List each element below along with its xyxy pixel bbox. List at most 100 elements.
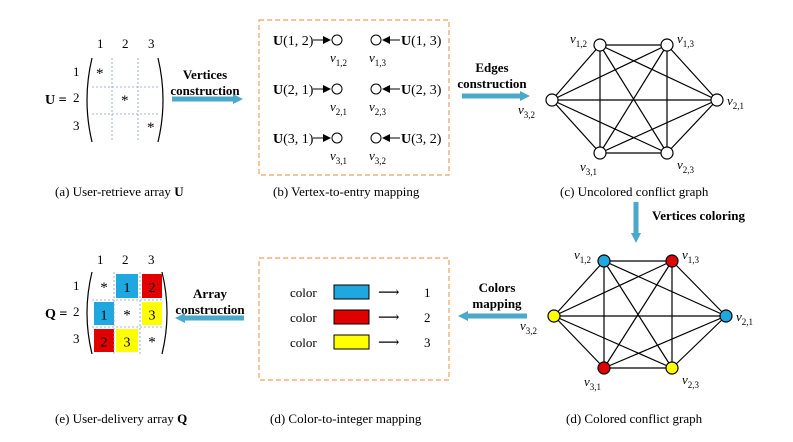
entry-label: U(3, 2) [401, 132, 442, 147]
matrix-label-q: Q = [45, 307, 67, 322]
matrix-cell-fill [116, 274, 138, 298]
caption-c: (c) Uncolored conflict graph [560, 184, 709, 199]
col-header: 3 [148, 36, 155, 51]
vertex-label: v2,3 [682, 372, 700, 390]
graph-edge [666, 99, 718, 154]
matrix-cell: 2 [149, 281, 156, 296]
graph-vertex [597, 254, 611, 268]
vertex-label: v1,2 [570, 31, 587, 49]
matrix-cell-fill [142, 302, 162, 325]
matrix-cell: * [100, 280, 108, 296]
vertex-node [331, 132, 343, 144]
vertex-label: v1,3 [682, 247, 700, 265]
matrix-cell: 3 [149, 309, 156, 324]
matrix-cell: * [121, 93, 129, 109]
arrow-vertices-construction: Vertices construction [170, 67, 243, 104]
color-swatch [333, 334, 370, 350]
vertex-label: v3,1 [580, 159, 597, 177]
vertex-label: v2,1 [736, 309, 753, 327]
col-header: 3 [148, 252, 155, 267]
vertex-node [370, 132, 382, 144]
row-header: 1 [73, 278, 80, 293]
mapped-integer: 3 [424, 335, 431, 350]
caption-d-map: (d) Color-to-integer mapping [270, 411, 422, 426]
graph-vertex [545, 93, 559, 107]
graph-edge [553, 315, 673, 369]
col-header: 1 [97, 252, 104, 267]
panel-b-vertex-to-entry-mapping: U(1, 2)v1,2U(2, 1)v2,1U(3, 1)v3,1U(1, 3)… [258, 19, 450, 199]
graph-edge [671, 315, 727, 369]
arrow-vertices-coloring: Vertices coloring [631, 202, 746, 243]
graph-vertex [660, 38, 674, 52]
arrow-array-construction: Array construction [175, 286, 245, 323]
caption-a: (a) User-retrieve array U [55, 184, 184, 199]
graph-edge [666, 44, 718, 101]
caption-e: (e) User-delivery array Q [55, 411, 187, 426]
graph-edge [551, 99, 601, 154]
vertex-node [331, 83, 343, 95]
svg-text:construction: construction [170, 83, 240, 98]
vertex-label: v1,3 [369, 50, 387, 68]
matrix-cell-fill [94, 329, 114, 352]
graph-edge [603, 315, 727, 369]
graph-vertex [660, 146, 674, 160]
graph-edge [553, 315, 605, 369]
row-header: 2 [73, 304, 80, 319]
graph-vertex [710, 93, 724, 107]
vertex-label: v1,2 [330, 50, 347, 68]
color-label: color [290, 285, 317, 300]
mapping-entries: U(1, 2)v1,2U(2, 1)v2,1U(3, 1)v3,1U(1, 3)… [273, 34, 442, 166]
vertex-label: v2,1 [727, 93, 744, 111]
color-label: color [290, 310, 317, 325]
graph-edge [551, 99, 668, 154]
graph-edge [551, 44, 668, 101]
vertex-node [331, 34, 343, 46]
graph-vertex [593, 146, 607, 160]
svg-text:Colors: Colors [479, 280, 516, 295]
matrix-cell: * [147, 120, 155, 136]
vertex-label: v1,2 [574, 247, 591, 265]
graph-edge [603, 260, 673, 369]
graph-edge [599, 44, 668, 154]
graph-edge [603, 260, 727, 317]
svg-text:Vertices: Vertices [183, 67, 227, 82]
graph-vertex [593, 38, 607, 52]
graph-edge [599, 99, 718, 154]
matrix-grid [92, 58, 158, 142]
svg-text:Array: Array [193, 286, 227, 301]
graph-vertex [547, 309, 561, 323]
dashed-box [258, 257, 450, 381]
mapped-integer: 1 [424, 285, 431, 300]
graph-edge [553, 260, 605, 317]
color-label: color [290, 335, 317, 350]
left-paren [86, 57, 93, 143]
arrow-edges-construction: Edges construction [457, 60, 530, 101]
vertex-label: v3,1 [584, 374, 601, 392]
col-header: 2 [122, 36, 129, 51]
svg-text:construction: construction [175, 302, 245, 317]
vertex-node [370, 34, 382, 46]
vertex-label: v2,1 [330, 99, 347, 117]
entry-label: U(1, 2) [273, 34, 314, 49]
matrix-cell: * [148, 335, 156, 351]
matrix-label-u: U = [45, 93, 67, 108]
graph-vertex [597, 361, 611, 375]
entry-label: U(2, 1) [273, 83, 314, 98]
mapping-arrow: ⟶ [378, 310, 400, 326]
svg-text:construction: construction [457, 76, 527, 91]
color-swatch [333, 284, 370, 300]
row-header: 3 [73, 118, 80, 133]
vertex-node [370, 83, 382, 95]
svg-text:mapping: mapping [472, 296, 522, 311]
vertex-label: v2,3 [677, 157, 695, 175]
graph-vertex [665, 254, 679, 268]
matrix-cell: 3 [124, 336, 131, 351]
mapped-integer: 2 [424, 310, 431, 325]
matrix-cell-fill [142, 274, 162, 298]
svg-text:Vertices coloring: Vertices coloring [652, 208, 746, 223]
mapping-arrow: ⟶ [378, 285, 400, 301]
